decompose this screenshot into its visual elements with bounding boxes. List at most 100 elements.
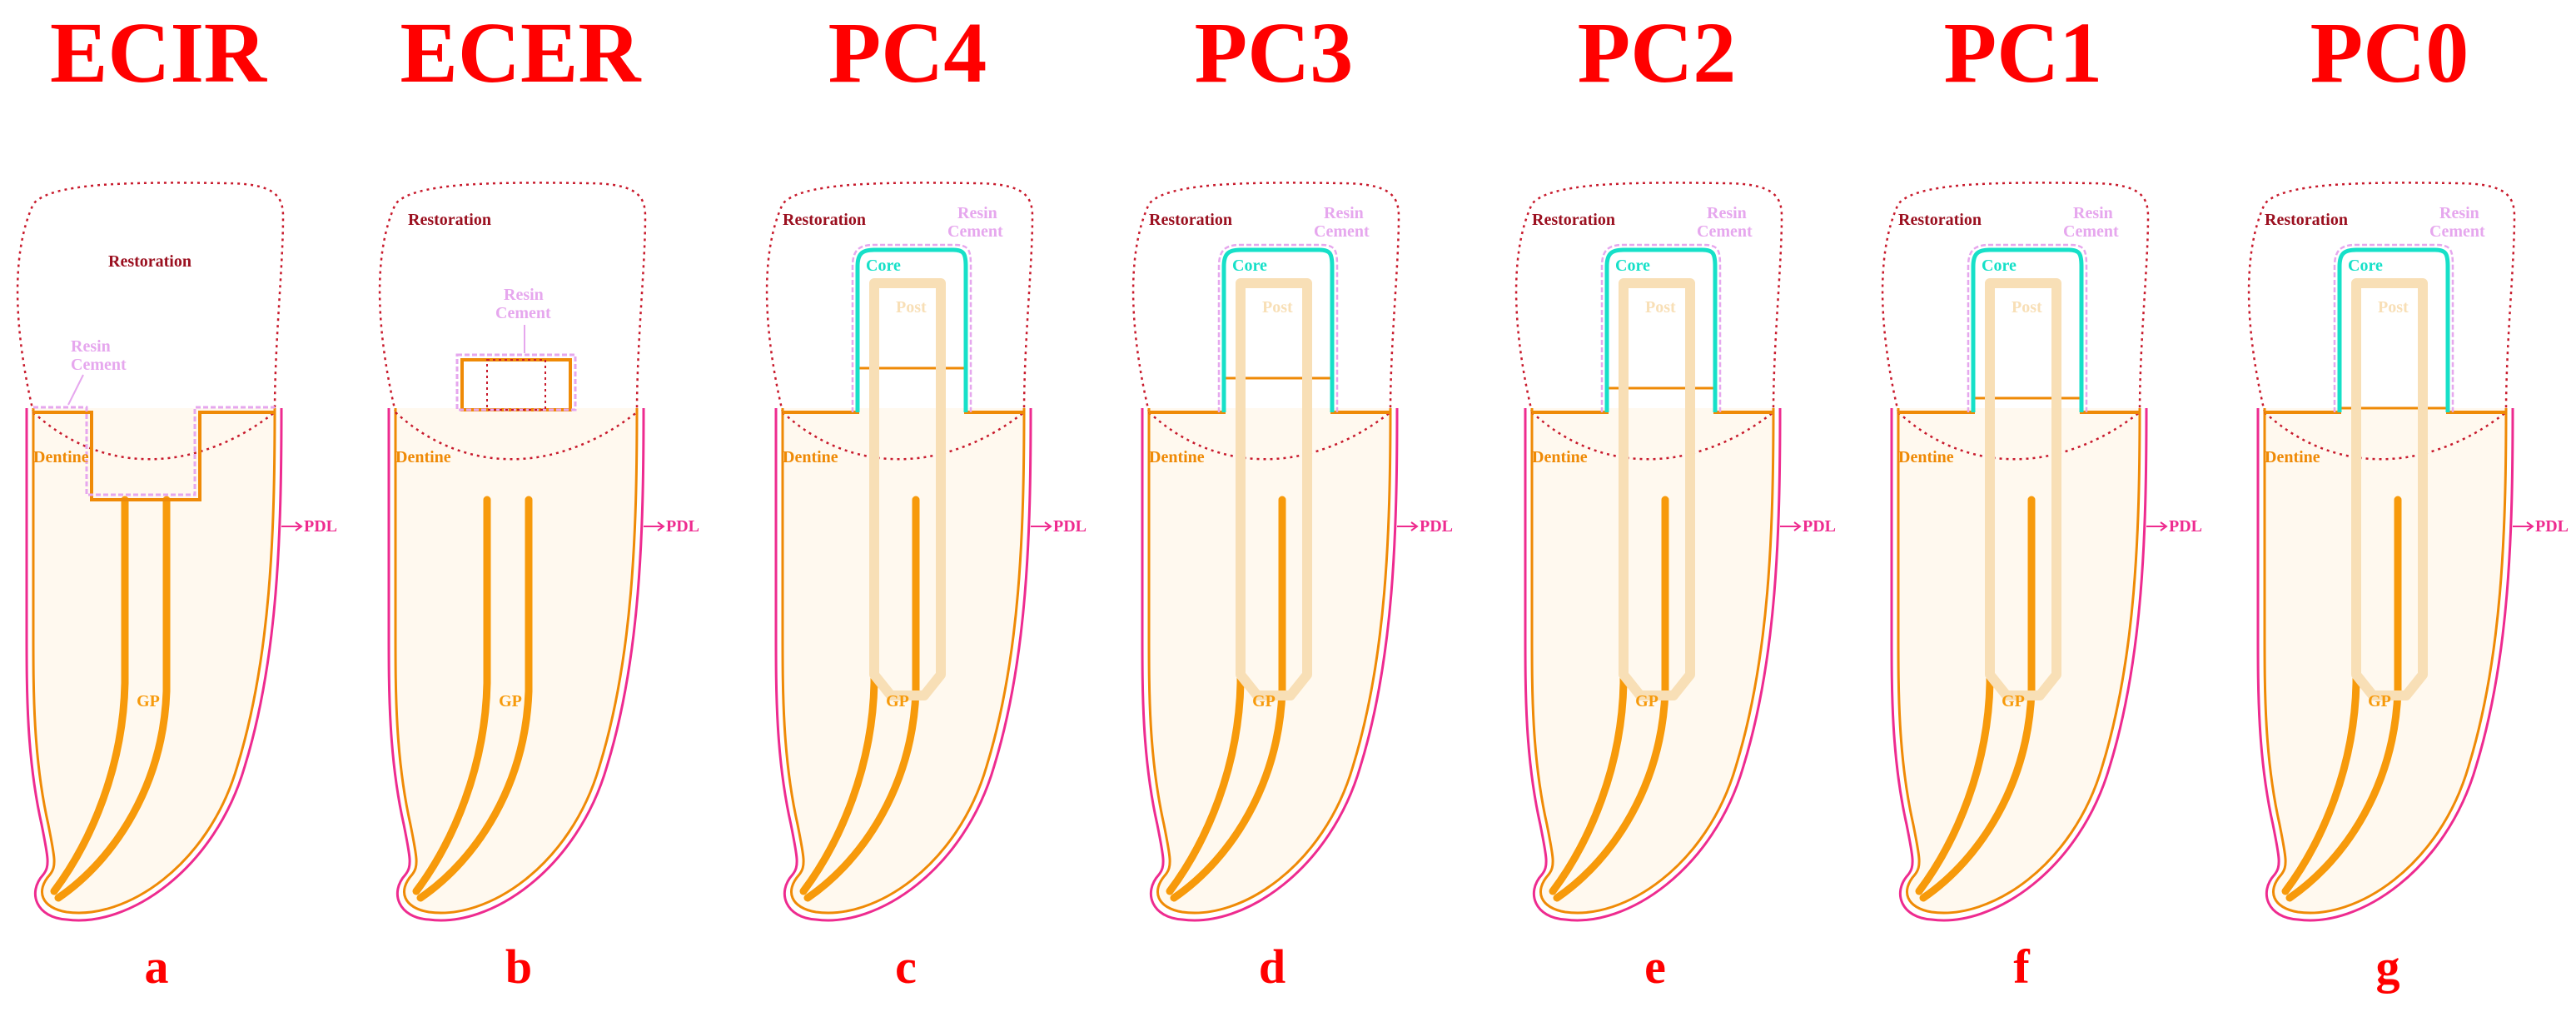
panel-title: PC1 [1944,5,2103,101]
restoration-outline [1131,182,1400,413]
post-label: Post [2012,298,2042,317]
gp-canal-left [1915,496,1994,895]
resin-label: Resin [1707,204,1747,222]
post-label: Post [2378,298,2409,317]
pdl-arrow [281,521,303,531]
post-label: Post [1262,298,1293,317]
gp-canal-right [1170,496,1286,902]
core-label: Core [2348,257,2383,275]
pdl-label: PDL [1803,517,1836,536]
restoration-base-curve [1531,411,1774,461]
cement-label: Cement [1314,222,1370,241]
restoration-label: Restoration [1149,211,1232,229]
pulp-chamber [486,359,546,411]
core-label: Core [1232,257,1267,275]
pdl-line [25,407,283,922]
dentine-root [2263,407,2508,915]
pdl-label: PDL [1420,517,1453,536]
restoration-label: Restoration [1898,211,1982,229]
gp-label: GP [1252,692,1276,710]
pdl-label: PDL [1053,517,1087,536]
cement-label: Cement [2429,222,2485,241]
cement-label: Cement [2063,222,2119,241]
restoration-base-curve [1148,411,1391,461]
restoration-label: Restoration [1532,211,1615,229]
pdl-arrow [1031,521,1052,531]
restoration-outline [1881,182,2150,413]
endocrown-cavity [33,411,275,501]
restoration-label: Restoration [783,211,866,229]
resin-cement-line [2333,243,2454,412]
panel-title: PC3 [1195,5,1354,101]
restoration-outline [1514,182,1783,413]
gp-canal-right [2285,496,2402,902]
post [1985,278,2061,700]
pdl-arrow [1397,521,1419,531]
panel-letter: e [1644,940,1666,994]
gp-canal-left [1549,496,1628,895]
restoration-outline [2247,182,2516,413]
restoration-base-curve [2264,411,2507,461]
resin-label: Resin [504,286,544,304]
post [1236,278,1312,700]
restoration-label: Restoration [2265,211,2348,229]
pdl-label: PDL [2535,517,2569,536]
dentine-root [1897,407,2141,915]
dentine-label: Dentine [395,448,451,466]
gp-canal-right [416,496,533,902]
core-outline [855,247,968,412]
resin-cement-line [1600,243,1722,412]
dentine-label: Dentine [783,448,838,466]
panel-letter: b [505,940,532,994]
gp-canal-left [2281,496,2360,895]
post-label: Post [1645,298,1676,317]
restoration-base-curve [782,411,1025,461]
gp-canal-right [1919,496,2036,902]
gp-label: GP [2368,692,2391,710]
restoration-base-curve [32,411,276,461]
core-outline [1604,247,1718,412]
pdl-arrow [1780,521,1802,531]
gp-canal-left [1166,496,1245,895]
gp-canal-right [1553,496,1669,902]
pdl-line [1890,407,2148,922]
post-label: Post [896,298,927,317]
gp-label: GP [1635,692,1658,710]
panel-title: PC2 [1578,5,1737,101]
cement-label: Cement [495,304,551,322]
dentine-label: Dentine [1532,448,1588,466]
panel-letter: c [895,940,917,994]
dentine-root [1530,407,1775,915]
resin-label: Resin [2073,204,2113,222]
dentine-root [32,407,276,915]
panel-letter: g [2376,940,2400,994]
resin-cement-line [455,353,577,411]
dentine-root [394,407,639,915]
ferrule-step [783,368,1024,414]
core-outline [1971,247,2084,412]
dentine-label: Dentine [2265,448,2320,466]
gp-canal-left [799,496,878,895]
pdl-line [2256,407,2514,922]
resin-label: Resin [71,337,111,356]
core-label: Core [1982,257,2017,275]
panel-letter: a [145,940,169,994]
resin-label: Resin [1324,204,1364,222]
dentine-root [781,407,1026,915]
post [2351,278,2428,700]
pdl-line [387,407,645,922]
restoration-base-curve [1897,411,2141,461]
dentine-label: Dentine [1898,448,1954,466]
